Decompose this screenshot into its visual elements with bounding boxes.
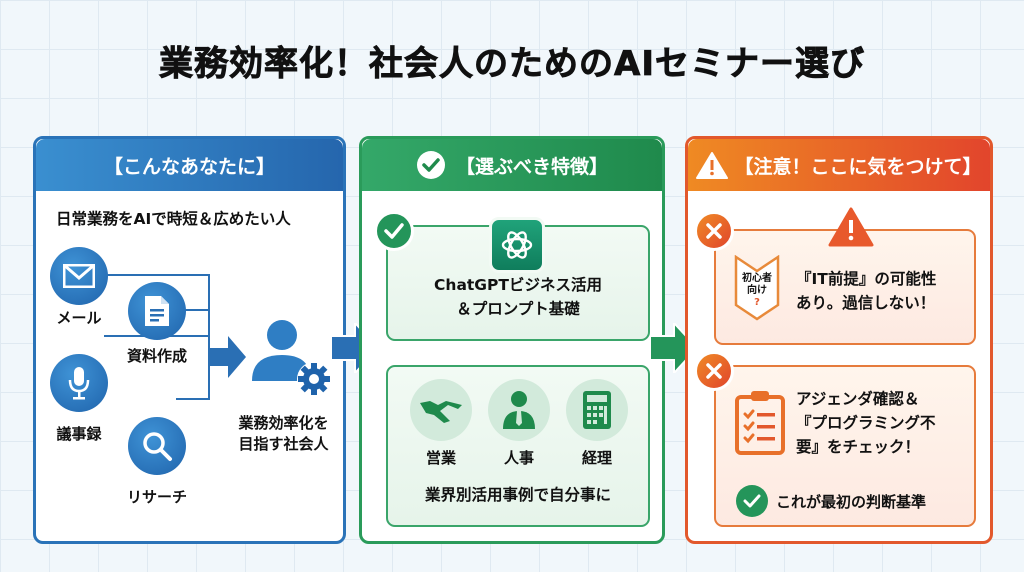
features-panel-header: 【選ぶべき特徴】 [362,139,662,191]
task-label-research: リサーチ [126,488,187,506]
department-label-hr: 人事 [503,449,534,467]
warning-triangle-icon [828,207,874,247]
features-panel-header-text: 【選ぶべき特徴】 [455,155,608,178]
businessperson-icon [503,391,535,429]
caution-panel-header: 【注意！ここに気をつけて】 [688,139,990,191]
task-icon-search [128,417,186,475]
cross-badge-icon [694,211,734,251]
check-circle-icon [416,151,445,179]
connector-line [176,398,209,400]
caution-panel-header-text: 【注意！ここに気をつけて】 [734,155,982,178]
connector-line [208,274,210,400]
page-title: 業務効率化！社会人のためのAIセミナー選び [159,44,865,85]
persona-label: 業務効率化を 目指す社会人 [238,414,329,453]
connector-line [176,309,209,311]
caution-agenda-text: アジェンダ確認＆ 『プログラミング不 要』をチェック！ [796,390,936,456]
target-panel-header-text: 【こんなあなたに】 [103,155,275,178]
feature-chatgpt-text: ChatGPTビジネス活用 ＆プロンプト基礎 [434,276,602,318]
target-audience-panel: 【こんなあなたに】 日常業務をAIで時短＆広めたい人 メール 資料作成 議事録 … [33,136,346,544]
department-icon-sales [410,379,472,441]
task-icon-document [128,282,186,340]
task-icon-microphone [50,354,108,412]
task-icon-mail [50,247,108,305]
search-icon [143,432,172,461]
task-label-minutes: 議事録 [56,425,102,443]
criterion-text: これが最初の判断基準 [776,493,927,511]
target-subtitle: 日常業務をAIで時短＆広めたい人 [56,210,291,228]
chatgpt-logo-icon [489,217,545,273]
check-badge-icon [374,211,414,251]
department-icon-accounting [566,379,628,441]
task-label-document: 資料作成 [126,347,187,365]
warning-icon [696,152,729,179]
feature-industry-text: 業界別活用事例で自分事に [424,486,611,504]
caution-panel: 【注意！ここに気をつけて】 初心者 向け ? 『IT前提』の可能性 あり。過信し… [685,136,993,544]
caution-box-agenda: アジェンダ確認＆ 『プログラミング不 要』をチェック！ これが最初の判断基準 [714,365,976,527]
calculator-icon [583,391,611,429]
chatgpt-knot-icon [501,231,533,259]
handshake-icon [420,401,462,423]
businessperson-gear-icon [252,320,331,396]
mail-icon [63,264,95,288]
department-label-sales: 営業 [425,449,456,467]
beginner-badge-text: 初心者 向け ? [742,273,772,308]
cross-badge-icon [694,351,734,391]
flow-arrow-icon [208,336,246,378]
caution-it-premise-text: 『IT前提』の可能性 あり。過信しない！ [796,270,937,312]
document-icon [145,296,169,326]
target-panel-header: 【こんなあなたに】 [36,139,343,191]
department-icon-hr [488,379,550,441]
feature-box-industry: 営業 人事 経理 業界別活用事例で自分事に [386,365,650,527]
connector-line [104,274,209,276]
department-label-accounting: 経理 [581,449,612,467]
beginner-badge-icon [734,255,780,321]
features-panel: 【選ぶべき特徴】 ChatGPTビジネス活用 ＆プロンプト基礎 営業 人事 経理… [359,136,665,544]
task-label-mail: メール [56,309,102,327]
clipboard-checklist-icon [735,391,785,455]
check-circle-icon [736,485,768,517]
microphone-icon [68,367,90,400]
